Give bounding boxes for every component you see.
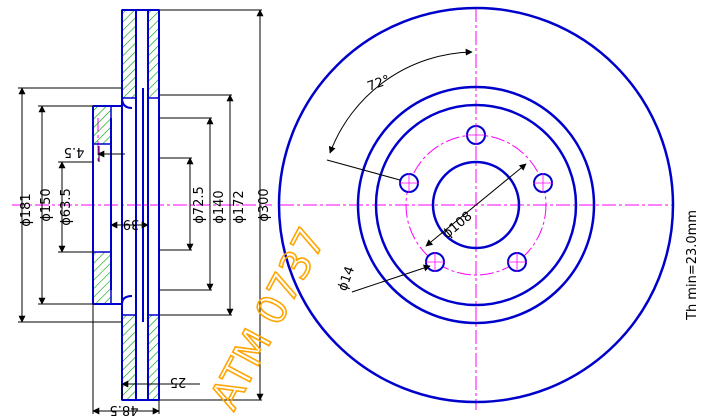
upper-neck-curve — [121, 97, 133, 109]
lower-neck-curve — [121, 295, 133, 305]
dim-72_5-label: ϕ72.5 — [192, 186, 207, 224]
dim-39-label: 39 — [123, 216, 140, 231]
hole-leader-line — [351, 264, 431, 293]
angle-label: 72° — [365, 73, 392, 95]
dim-63_5-label: ϕ63.5 — [59, 188, 74, 226]
pcd-label: ϕ108 — [440, 209, 475, 242]
friction-inner-circle — [356, 85, 596, 325]
lower-inner-plate — [121, 314, 137, 401]
dim-150-label: ϕ150 — [39, 188, 54, 221]
lower-hat-band — [92, 251, 112, 305]
bolt-hole-crosshairs — [399, 125, 553, 272]
section-outlines — [92, 9, 160, 401]
outer-edge-circle — [277, 6, 675, 404]
hole-label: ϕ14 — [335, 264, 358, 293]
dim-300-label: ϕ300 — [257, 188, 272, 221]
thickness-note: Th min=23.0mm — [685, 210, 700, 321]
angle-leader — [326, 159, 401, 181]
section-view: ϕ181 ϕ150 ϕ63.5 ϕ72.5 ϕ140 ϕ172 ϕ300 4.5… — [12, 9, 272, 417]
upper-inner-plate — [121, 9, 137, 99]
dim-172-label: ϕ172 — [232, 190, 247, 223]
dim-48_5-label: 48.5 — [110, 402, 139, 417]
dimension-lines — [18, 9, 264, 415]
lower-outer-plate — [147, 314, 160, 401]
pcd-dimension-line — [425, 163, 527, 247]
upper-outer-plate — [147, 9, 160, 99]
front-center-lines — [280, 8, 672, 410]
section-dimension-texts: ϕ181 ϕ150 ϕ63.5 ϕ72.5 ϕ140 ϕ172 ϕ300 4.5… — [19, 144, 272, 417]
dim-140-label: ϕ140 — [212, 190, 227, 223]
angle-arc — [328, 48, 473, 154]
angle-dimension — [326, 48, 473, 181]
dim-4_5-label: 4.5 — [64, 144, 85, 159]
front-view: 72° ϕ108 ϕ14 — [277, 6, 675, 410]
upper-hat-band — [92, 105, 112, 145]
hat-outer-circle — [374, 103, 578, 307]
dim-181-label: ϕ181 — [19, 193, 34, 226]
section-hatching — [92, 9, 160, 401]
dim-25-label: 25 — [170, 374, 187, 389]
